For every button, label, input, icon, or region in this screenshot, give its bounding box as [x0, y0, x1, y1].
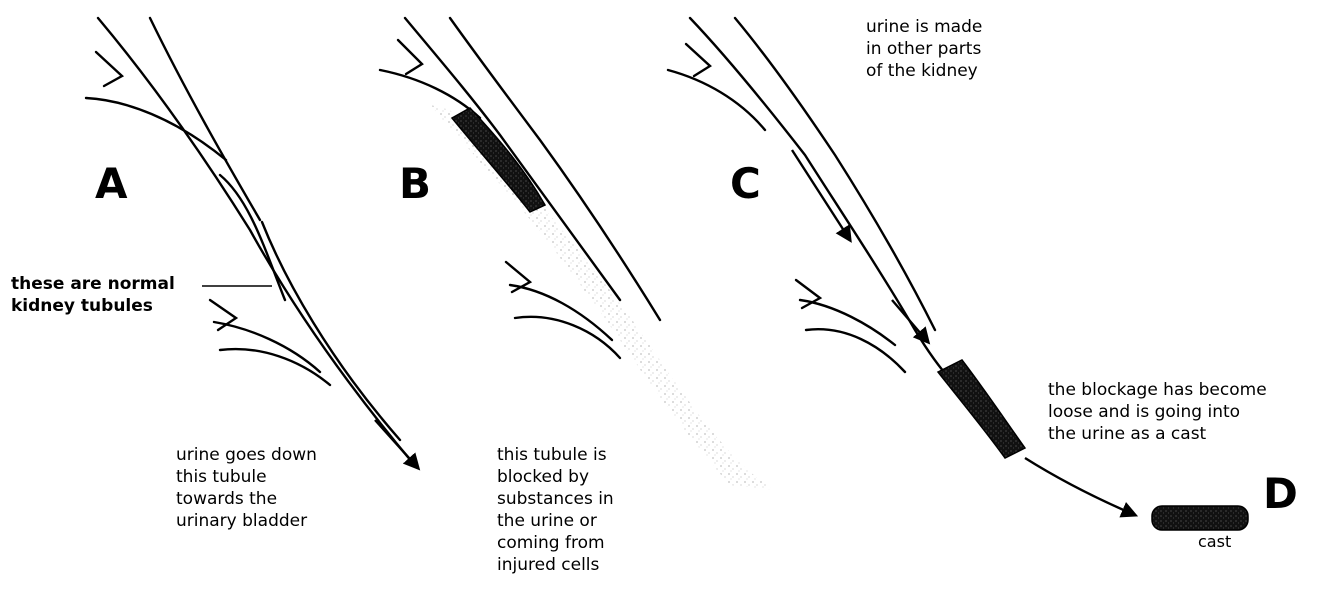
blockage-b — [452, 108, 545, 212]
label-blocked-tubule: this tubule is blocked by substances in … — [497, 444, 614, 576]
panel-letter-c: C — [730, 163, 761, 205]
label-urine-flow: urine goes down this tubule towards the … — [176, 444, 317, 532]
flow-arrow-a — [375, 420, 418, 468]
label-urine-made: urine is made in other parts of the kidn… — [866, 16, 982, 82]
cast-d — [1152, 506, 1248, 530]
cast-travel-arrow — [1025, 458, 1135, 515]
panel-letter-d: D — [1263, 473, 1298, 515]
label-normal-tubules: these are normal kidney tubules — [11, 273, 175, 317]
panel-letter-b: B — [399, 163, 431, 205]
loose-blockage-c — [938, 360, 1025, 458]
tubule-a — [86, 18, 412, 462]
panel-letter-a: A — [95, 163, 128, 205]
label-blockage-loose: the blockage has become loose and is goi… — [1048, 379, 1267, 445]
cast-caption: cast — [1198, 532, 1231, 551]
